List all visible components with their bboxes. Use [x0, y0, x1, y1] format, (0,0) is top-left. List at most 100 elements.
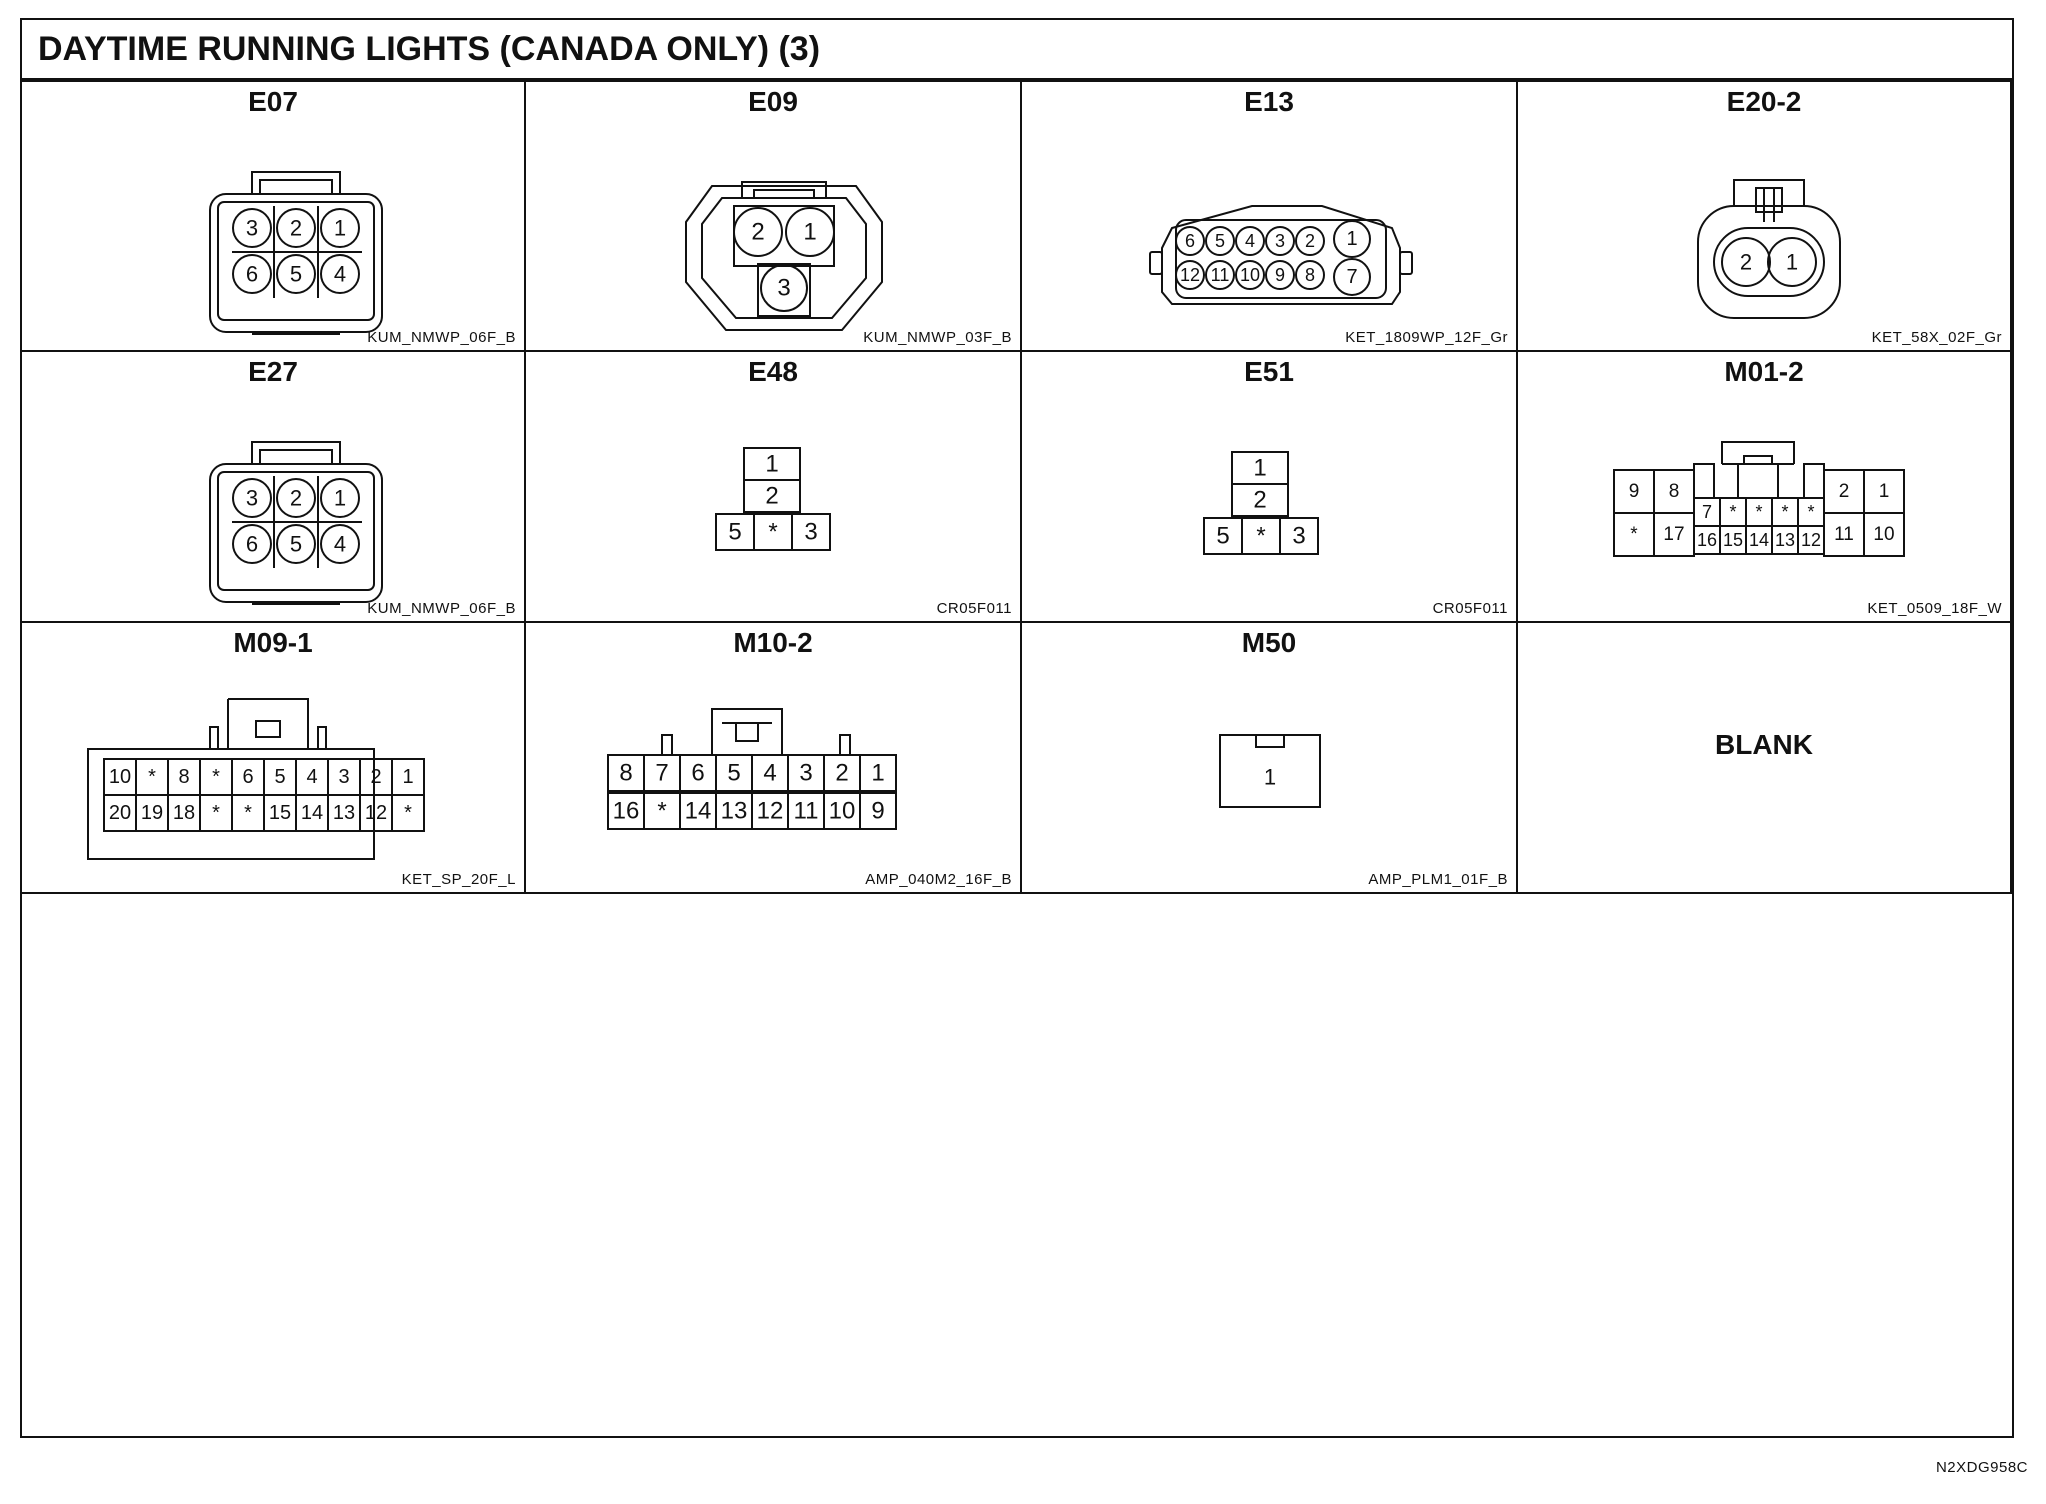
pin-number: 11 — [794, 798, 819, 825]
pin-number: 2 — [765, 483, 778, 510]
latch — [661, 734, 673, 756]
connector-drawing: 3 2 1 6 5 4 — [209, 171, 383, 335]
pin-number: 5 — [274, 766, 285, 788]
pin-cavity — [1205, 226, 1235, 256]
pin-number: 1 — [803, 219, 816, 246]
pin-number: 6 — [1185, 231, 1195, 251]
empty-cavity-marker: * — [1729, 502, 1736, 522]
pin-number: 1 — [334, 216, 346, 241]
latch — [227, 698, 309, 749]
connector-part-number: CR05F011 — [1432, 600, 1508, 617]
pin-cavity — [1265, 226, 1295, 256]
pin-number: 2 — [290, 216, 302, 241]
connector-part-number: KUM_NMWP_03F_B — [863, 329, 1012, 346]
pin-cell — [791, 513, 831, 551]
pin-cell — [859, 792, 897, 830]
connector-face: 3 2 1 6 5 4 — [209, 171, 383, 335]
pin-number: 1 — [765, 451, 778, 478]
connector-part-number: CR05F011 — [936, 600, 1012, 617]
housing-outline — [209, 193, 383, 333]
pin-cell — [743, 479, 801, 513]
pin-cell — [391, 794, 425, 832]
connector-part-number: KET_58X_02F_Gr — [1871, 329, 2002, 346]
pin-cavity — [1295, 260, 1325, 290]
housing-outline — [209, 463, 383, 603]
diagram-sheet: DAYTIME RUNNING LIGHTS (CANADA ONLY) (3)… — [20, 18, 2014, 1438]
pin-number: 6 — [246, 262, 258, 287]
pin-cavity — [1295, 226, 1325, 256]
pin-number: 2 — [290, 486, 302, 511]
latch — [251, 171, 341, 194]
pin-number: 6 — [246, 532, 258, 557]
pin-number: 9 — [871, 798, 884, 825]
latch — [1693, 463, 1825, 498]
empty-cavity-marker: * — [1755, 502, 1762, 522]
blank-cell: BLANK — [1518, 623, 2012, 894]
empty-cavity-marker: * — [148, 766, 156, 788]
pin-number: 16 — [613, 798, 640, 825]
housing-outline — [217, 201, 375, 321]
pin-number: 9 — [1629, 481, 1640, 502]
latch — [1755, 187, 1783, 213]
pin-cell — [1863, 512, 1905, 557]
pin-number: 3 — [246, 216, 258, 241]
page-title: DAYTIME RUNNING LIGHTS (CANADA ONLY) (3) — [22, 20, 2012, 82]
housing-outline — [1697, 205, 1841, 319]
pin-number: 12 — [365, 802, 387, 824]
pin-cavity — [276, 524, 316, 564]
connector-drawing: 125*3 — [1203, 451, 1319, 555]
latch — [711, 708, 783, 755]
empty-cavity-marker: * — [1630, 524, 1638, 545]
pin-number: 5 — [290, 262, 302, 287]
latch — [722, 722, 772, 742]
pin-number: 16 — [1697, 530, 1717, 550]
connector-part-number: KET_SP_20F_L — [401, 871, 516, 888]
latch — [839, 734, 851, 756]
pin-number: 18 — [173, 802, 195, 824]
connector-id: E51 — [1244, 356, 1294, 387]
latch — [741, 181, 827, 198]
connector-face: 125*3 — [1203, 451, 1319, 555]
latch — [1255, 734, 1285, 748]
pin-cavity — [320, 208, 360, 248]
pin-number: 7 — [1346, 266, 1357, 288]
connector-part-number: AMP_040M2_16F_B — [865, 871, 1012, 888]
pin-cell — [1279, 517, 1319, 555]
connector-face: 1 — [1219, 734, 1321, 808]
pin-number: 10 — [109, 766, 131, 788]
pin-number: 5 — [1215, 231, 1225, 251]
pin-cavity — [320, 254, 360, 294]
pin-number: 1 — [1264, 765, 1276, 790]
empty-cavity-marker: * — [1256, 523, 1265, 550]
housing-outline — [1175, 219, 1387, 299]
latch — [209, 726, 327, 749]
pin-number: 4 — [334, 532, 346, 557]
pin-number: 10 — [1240, 265, 1260, 285]
pin-cavity — [1205, 260, 1235, 290]
pin-number: 2 — [1839, 481, 1850, 502]
pin-number: 2 — [1253, 487, 1266, 514]
figure-code: N2XDG958C — [1935, 1459, 2028, 1476]
connector-id: E48 — [748, 356, 798, 387]
pin-number: 12 — [757, 798, 784, 825]
pin-number: 4 — [334, 262, 346, 287]
pin-number: 5 — [727, 760, 740, 787]
pin-cavity — [1767, 237, 1817, 287]
housing-outline — [87, 748, 375, 860]
pin-number: 15 — [1723, 530, 1743, 550]
pin-number: 3 — [777, 275, 790, 302]
empty-cavity-marker: * — [768, 519, 777, 546]
pin-cavity — [1235, 260, 1265, 290]
pin-number: 3 — [804, 519, 817, 546]
